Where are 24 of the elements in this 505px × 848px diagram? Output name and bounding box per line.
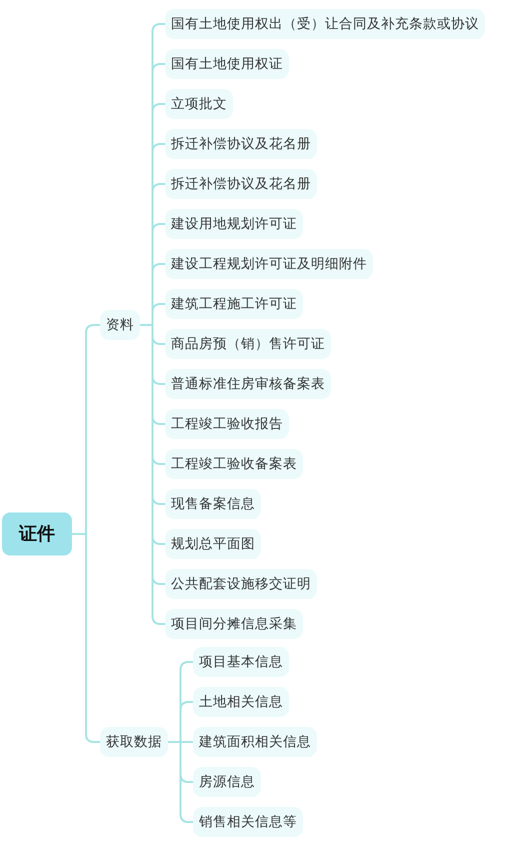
subtopic: 项目间分摊信息采集 <box>165 609 303 639</box>
branch-topic: 获取数据 <box>100 727 168 757</box>
subtopic: 建设用地规划许可证 <box>165 209 303 239</box>
subtopic: 工程竣工验收报告 <box>165 409 289 439</box>
subtopic: 现售备案信息 <box>165 489 261 519</box>
subtopic: 国有土地使用权证 <box>165 49 289 79</box>
subtopic: 规划总平面图 <box>165 529 261 559</box>
subtopic: 国有土地使用权出（受）让合同及补充条款或协议 <box>165 9 485 39</box>
subtopic: 拆迁补偿协议及花名册 <box>165 169 317 199</box>
subtopic: 土地相关信息 <box>193 687 289 717</box>
subtopic: 商品房预（销）售许可证 <box>165 329 331 359</box>
root-topic: 证件 <box>2 512 72 556</box>
subtopic: 普通标准住房审核备案表 <box>165 369 331 399</box>
subtopic: 项目基本信息 <box>193 647 289 677</box>
subtopic: 立项批文 <box>165 89 233 119</box>
subtopic: 工程竣工验收备案表 <box>165 449 303 479</box>
subtopic: 建设工程规划许可证及明细附件 <box>165 249 373 279</box>
subtopic: 建筑面积相关信息 <box>193 727 317 757</box>
subtopic: 拆迁补偿协议及花名册 <box>165 129 317 159</box>
subtopic: 公共配套设施移交证明 <box>165 569 317 599</box>
branch-topic: 资料 <box>100 310 140 340</box>
subtopic: 销售相关信息等 <box>193 807 303 837</box>
subtopic: 房源信息 <box>193 767 261 797</box>
subtopic: 建筑工程施工许可证 <box>165 289 303 319</box>
